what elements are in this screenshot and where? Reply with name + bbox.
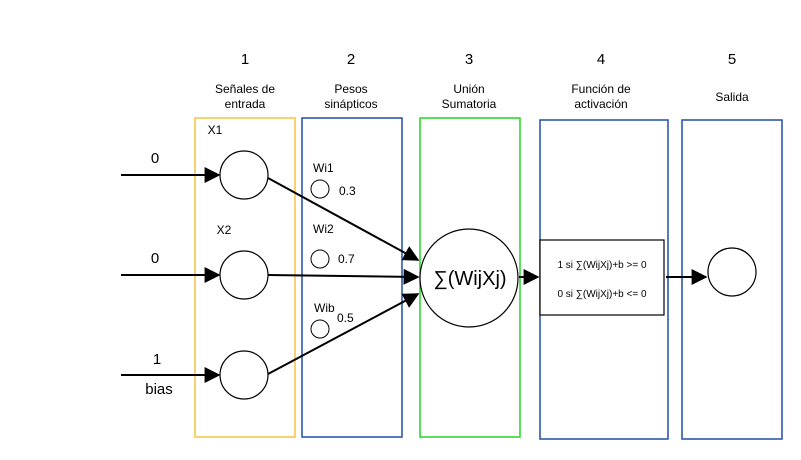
weight-value-1: 0.3: [339, 184, 356, 198]
column-title-inputs-line2: entrada: [225, 97, 266, 111]
column-title-activation-line2: activación: [574, 97, 627, 111]
output-node: [707, 247, 757, 297]
input-node-bias: [219, 350, 269, 400]
activation-function-box: [539, 239, 665, 316]
node-label-x1: X1: [208, 123, 223, 137]
weight-node-1: [310, 179, 330, 199]
column-title-weights-line1: Pesos: [334, 82, 367, 96]
bias-label: bias: [145, 381, 173, 398]
column-number-2: 2: [347, 51, 355, 68]
weight-value-3: 0.5: [337, 311, 354, 325]
column-title-output: Salida: [715, 90, 749, 104]
activation-rule-1: 1 si ∑(WijXj)+b >= 0: [557, 260, 647, 271]
column-box-inputs: [194, 117, 296, 438]
input-value-1: 0: [151, 150, 159, 167]
column-title-activation-line1: Función de: [571, 82, 631, 96]
weight-name-3: Wib: [314, 301, 335, 315]
weight-name-2: Wi2: [313, 222, 334, 236]
connection-x2-sum: [267, 268, 420, 285]
node-label-x2: X2: [217, 223, 232, 237]
input-node-x1: [219, 150, 269, 200]
input-value-2: 0: [151, 250, 159, 267]
weight-node-2: [310, 249, 330, 269]
connection-x1-sum: [267, 177, 420, 261]
weight-value-2: 0.7: [338, 252, 355, 266]
summation-label: ∑(WijXj): [433, 268, 506, 290]
column-title-inputs-line1: Señales de: [215, 82, 275, 96]
column-title-summation-line1: Unión: [453, 82, 484, 96]
input-value-3: 1: [153, 351, 161, 368]
weight-node-3: [310, 319, 330, 339]
connection-bias-sum: [267, 293, 420, 375]
weight-name-1: Wi1: [313, 161, 334, 175]
column-number-4: 4: [597, 51, 605, 68]
summation-node: [419, 228, 519, 328]
input-node-x2: [219, 250, 269, 300]
column-number-1: 1: [241, 51, 249, 68]
column-box-output: [681, 119, 783, 440]
column-title-summation-line2: Sumatoria: [442, 97, 497, 111]
activation-rule-2: 0 si ∑(WijXj)+b <= 0: [557, 289, 647, 300]
column-title-weights-line2: sinápticos: [324, 97, 377, 111]
column-number-5: 5: [728, 51, 736, 68]
column-number-3: 3: [465, 51, 473, 68]
